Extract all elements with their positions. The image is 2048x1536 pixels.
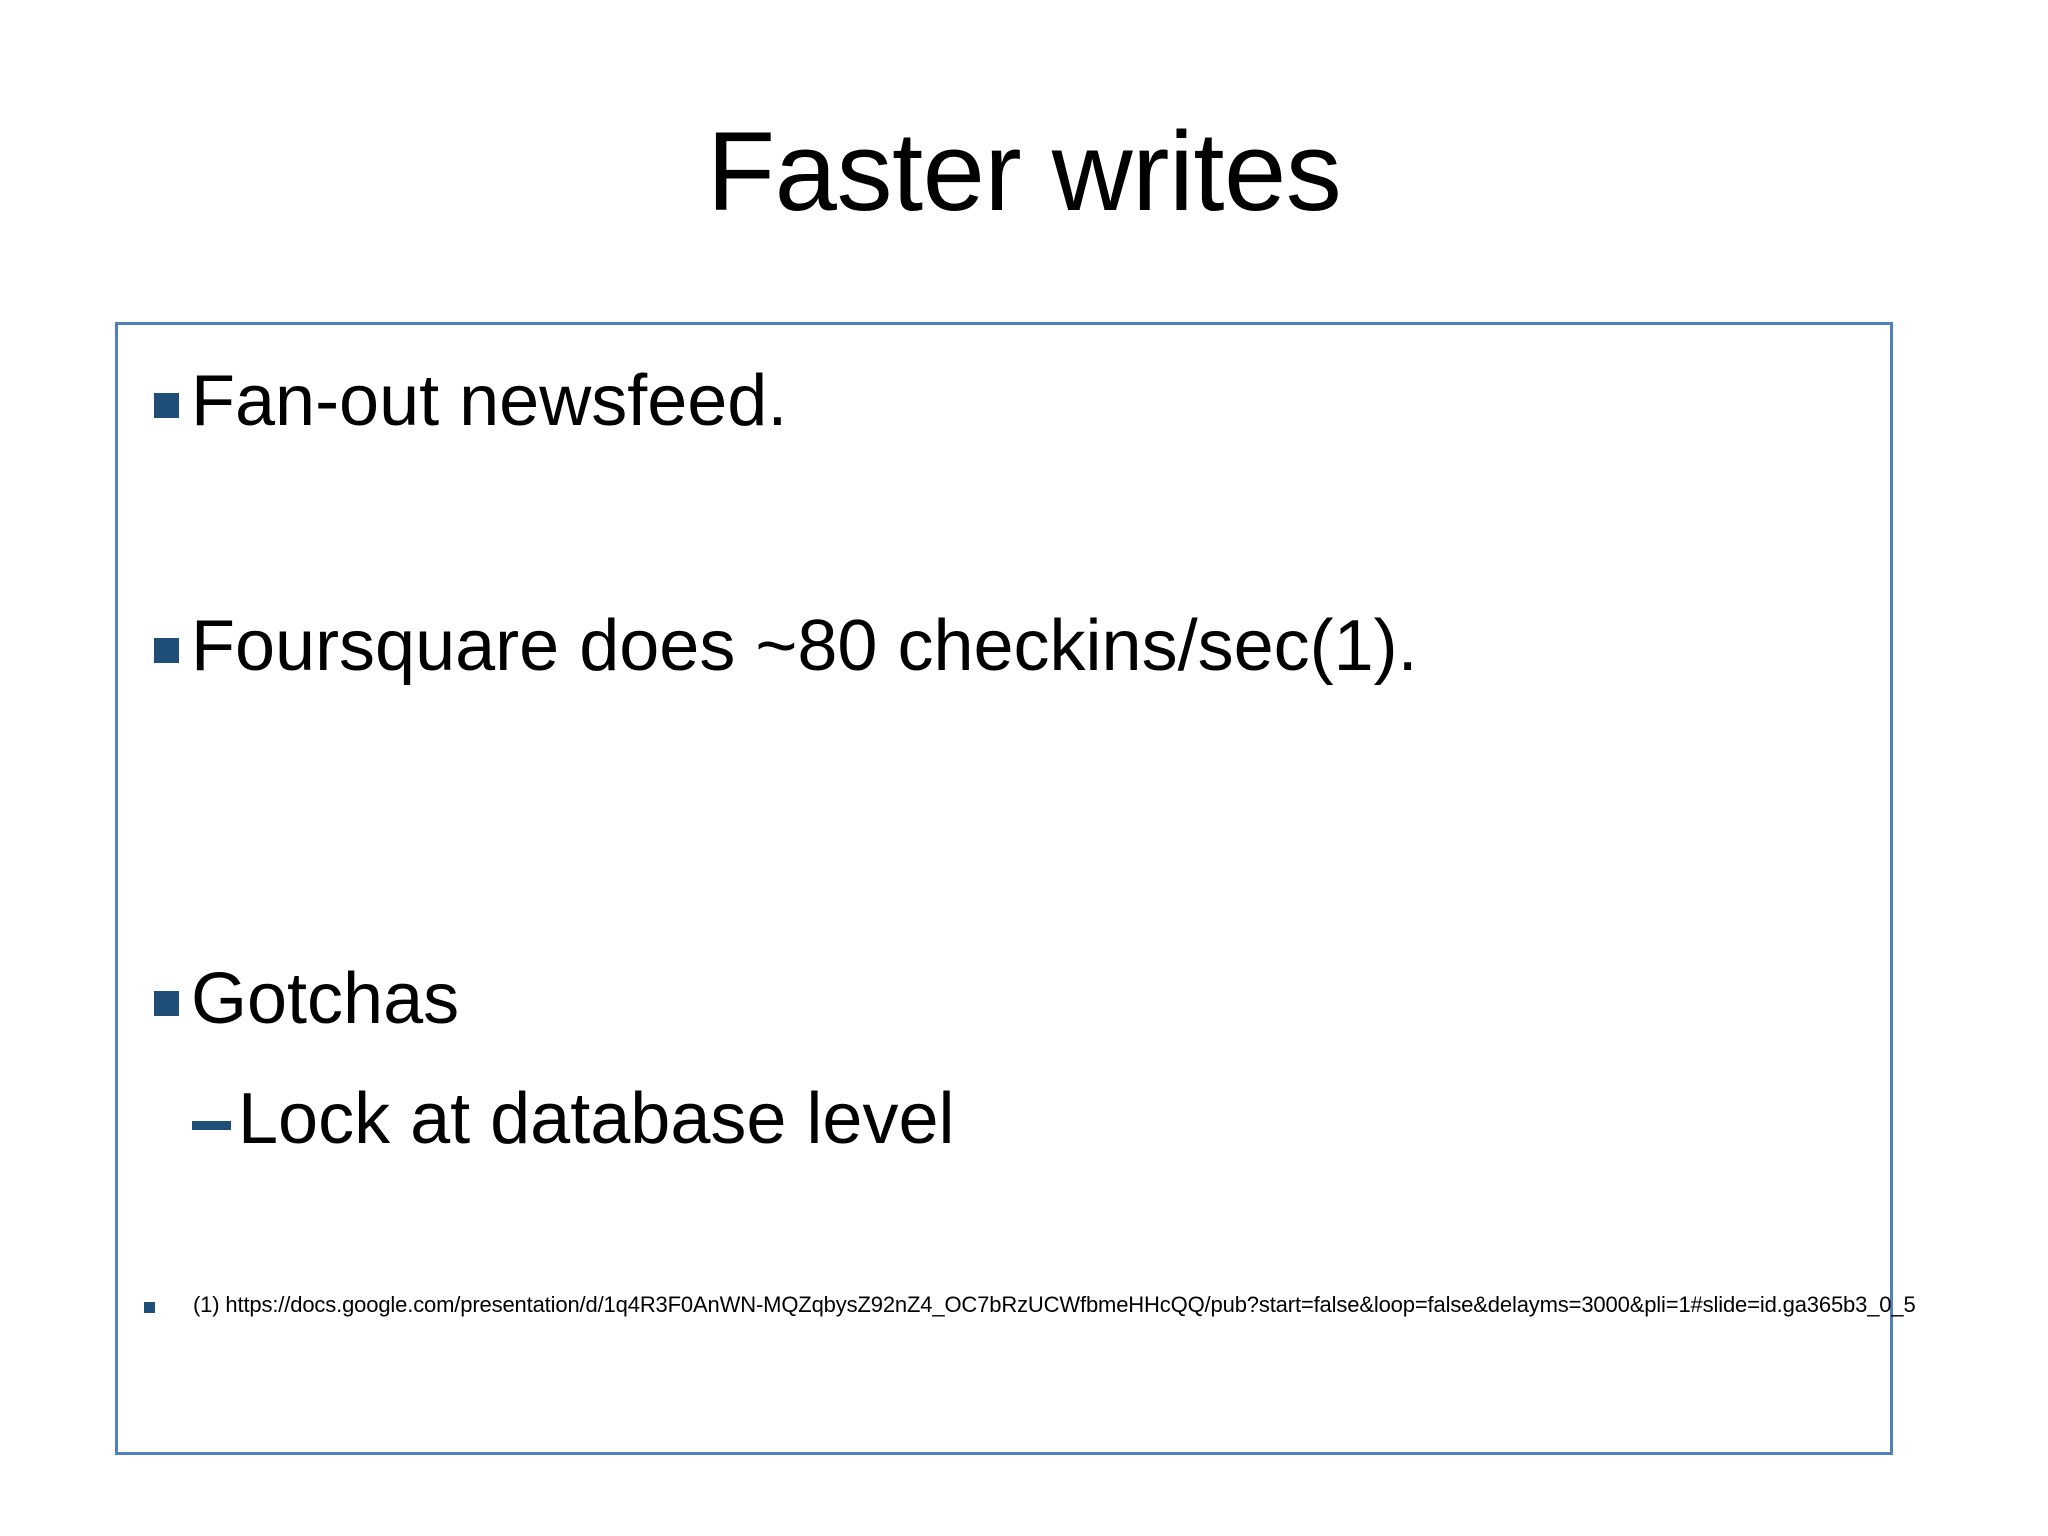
bullet-text: Gotchas	[191, 959, 460, 1039]
bullet-text: Fan-out newsfeed.	[191, 361, 788, 441]
sub-bullet-text: Lock at database level	[238, 1079, 955, 1159]
list-item[interactable]: Foursquare does ~80 checkins/sec(1).	[154, 610, 1418, 682]
dash-bullet-icon	[192, 1121, 231, 1130]
page-title: Faster writes	[706, 109, 1342, 234]
content-placeholder-box: Fan-out newsfeed. Foursquare does ~80 ch…	[115, 322, 1916, 1455]
bullet-text: Foursquare does ~80 checkins/sec(1).	[191, 606, 1418, 686]
footnote[interactable]: (1) https://docs.google.com/presentation…	[144, 1291, 1916, 1319]
square-bullet-icon	[154, 393, 179, 418]
footnote-text: (1) https://docs.google.com/presentation…	[193, 1292, 1916, 1317]
sub-list-item[interactable]: Lock at database level	[192, 1083, 954, 1155]
square-bullet-icon	[154, 638, 179, 663]
list-item[interactable]: Fan-out newsfeed.	[154, 365, 787, 437]
bullet-list: Fan-out newsfeed. Foursquare does ~80 ch…	[118, 325, 1890, 1452]
square-bullet-icon	[154, 991, 179, 1016]
list-item[interactable]: Gotchas	[154, 963, 459, 1035]
small-square-bullet-icon	[144, 1302, 155, 1313]
